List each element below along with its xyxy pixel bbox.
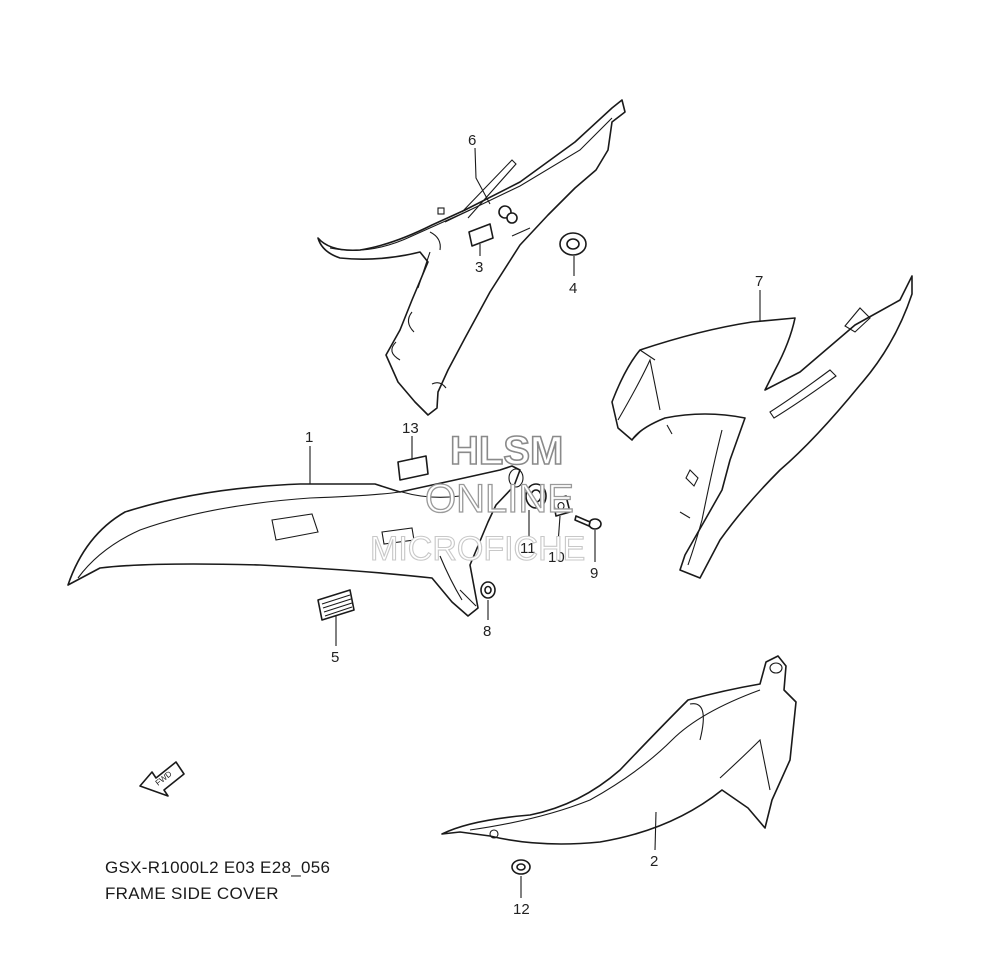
callout-10: 10 [548, 549, 565, 566]
watermark: HLSM ONLINE MICROFICHE [369, 428, 585, 568]
model-code: GSX-R1000L2 E03 E28_056 [105, 858, 331, 877]
part-12-rivet [511, 859, 531, 875]
callout-3: 3 [475, 259, 483, 276]
callout-1: 1 [305, 429, 313, 446]
callout-numbers: 6 3 4 7 1 13 5 8 11 10 9 2 12 [305, 132, 763, 918]
part-5-emblem [317, 589, 355, 621]
callout-7: 7 [755, 273, 763, 290]
callout-6: 6 [468, 132, 476, 149]
part-9-screw [574, 515, 602, 530]
part-11-grommet [525, 483, 547, 509]
watermark-line-1: HLSM [450, 429, 563, 473]
callout-11: 11 [520, 540, 536, 557]
diagram-title: FRAME SIDE COVER [105, 884, 279, 903]
part-2-frame-cover-lower [441, 655, 797, 845]
part-4-grommet [559, 232, 587, 256]
callout-8: 8 [483, 623, 491, 640]
part-3-label [468, 223, 494, 247]
watermark-line-2: ONLINE [425, 477, 574, 521]
leader-lines [309, 147, 761, 898]
part-10-collar [552, 495, 571, 517]
watermark-line-3: MICROFICHE [370, 530, 585, 568]
part-7-side-cover-right [611, 275, 913, 579]
fwd-arrow-icon: FWD [139, 761, 185, 797]
callout-4: 4 [569, 280, 577, 297]
part-6-inner-frame-cover [317, 99, 626, 416]
callout-5: 5 [331, 649, 339, 666]
callout-9: 9 [590, 565, 598, 582]
part-1-frame-side-cover [67, 465, 524, 617]
callout-12: 12 [513, 901, 530, 918]
callout-2: 2 [650, 853, 658, 870]
callout-13: 13 [402, 420, 419, 437]
part-13-label [397, 455, 429, 481]
part-8-nut [480, 581, 496, 599]
